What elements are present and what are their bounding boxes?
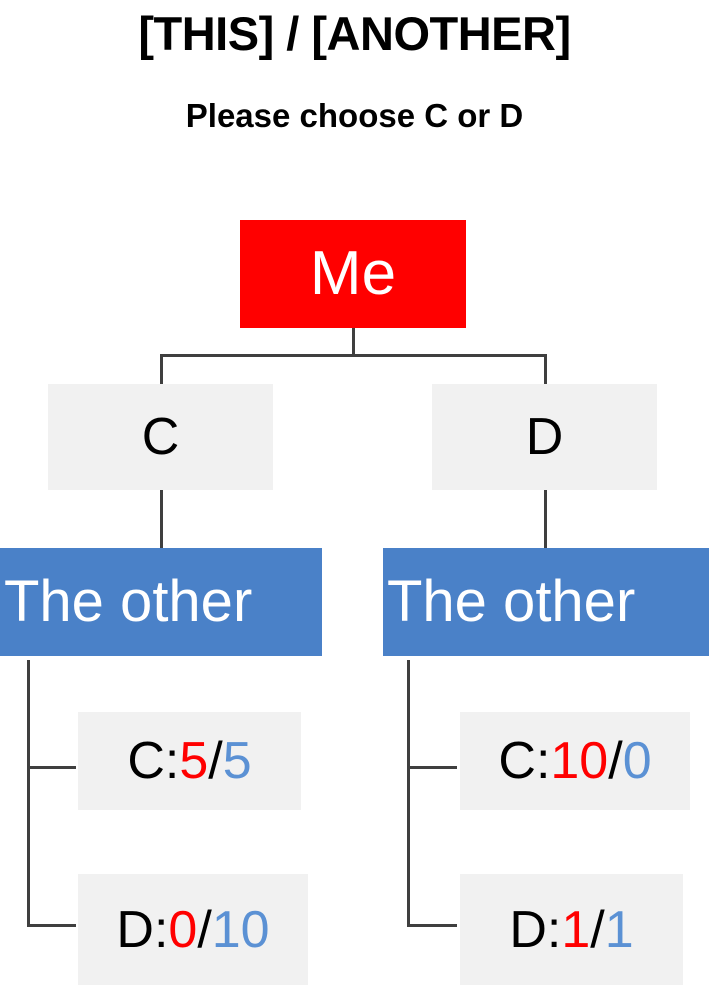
connector-root-to-c [160, 354, 163, 385]
payoff-left-d-their-value: 10 [211, 900, 270, 959]
payoff-right-d-my-value: 1 [561, 900, 591, 959]
payoff-right-c[interactable]: C:10/0 [460, 712, 690, 810]
payoff-right-c-move: C: [498, 732, 551, 790]
node-opponent-left-label: The other [4, 569, 253, 634]
payoff-left-c[interactable]: C: 5/5 [78, 712, 301, 810]
node-my-move-c-label: C [141, 408, 180, 466]
connector-c-to-opponent [160, 490, 163, 548]
node-opponent-right-label: The other [387, 569, 636, 634]
node-root-me-label: Me [309, 239, 397, 308]
connector-left-to-outcome-d [27, 924, 76, 927]
payoff-right-c-my-value: 10 [550, 732, 609, 790]
payoff-left-d-my-value: 0 [168, 900, 198, 959]
connector-left-spine [27, 660, 30, 927]
node-my-move-d-label: D [525, 408, 564, 466]
payoff-left-c-separator: / [208, 732, 223, 790]
connector-left-to-outcome-c [27, 766, 76, 769]
connector-root-bracket [160, 354, 547, 357]
node-root-me[interactable]: Me [240, 220, 466, 328]
connector-d-to-opponent [544, 490, 547, 548]
payoff-right-c-separator: / [608, 732, 623, 790]
node-my-move-c[interactable]: C [48, 384, 273, 490]
payoff-right-d-separator: / [590, 900, 605, 959]
payoff-right-d[interactable]: D:1/1 [460, 874, 683, 985]
payoff-left-c-my-value: 5 [179, 732, 209, 790]
payoff-left-d-separator: / [197, 900, 212, 959]
payoff-right-d-move: D: [509, 900, 562, 959]
payoff-right-c-their-value: 0 [622, 732, 652, 790]
payoff-right-d-their-value: 1 [604, 900, 634, 959]
node-opponent-right[interactable]: The other [383, 548, 709, 656]
page-subtitle: Please choose C or D [185, 97, 524, 134]
payoff-left-d-move: D: [116, 900, 169, 959]
connector-right-spine [407, 660, 410, 927]
page-title: [THIS] / [ANOTHER] [138, 7, 571, 60]
connector-right-to-outcome-d [407, 924, 457, 927]
connector-root-stem [352, 328, 355, 356]
connector-root-to-d [544, 354, 547, 385]
node-my-move-d[interactable]: D [432, 384, 657, 490]
payoff-left-c-move: C: [127, 732, 180, 790]
payoff-left-c-their-value: 5 [222, 732, 252, 790]
node-opponent-left[interactable]: The other [0, 548, 322, 656]
connector-right-to-outcome-c [407, 766, 457, 769]
payoff-left-d[interactable]: D:0/10 [78, 874, 308, 985]
